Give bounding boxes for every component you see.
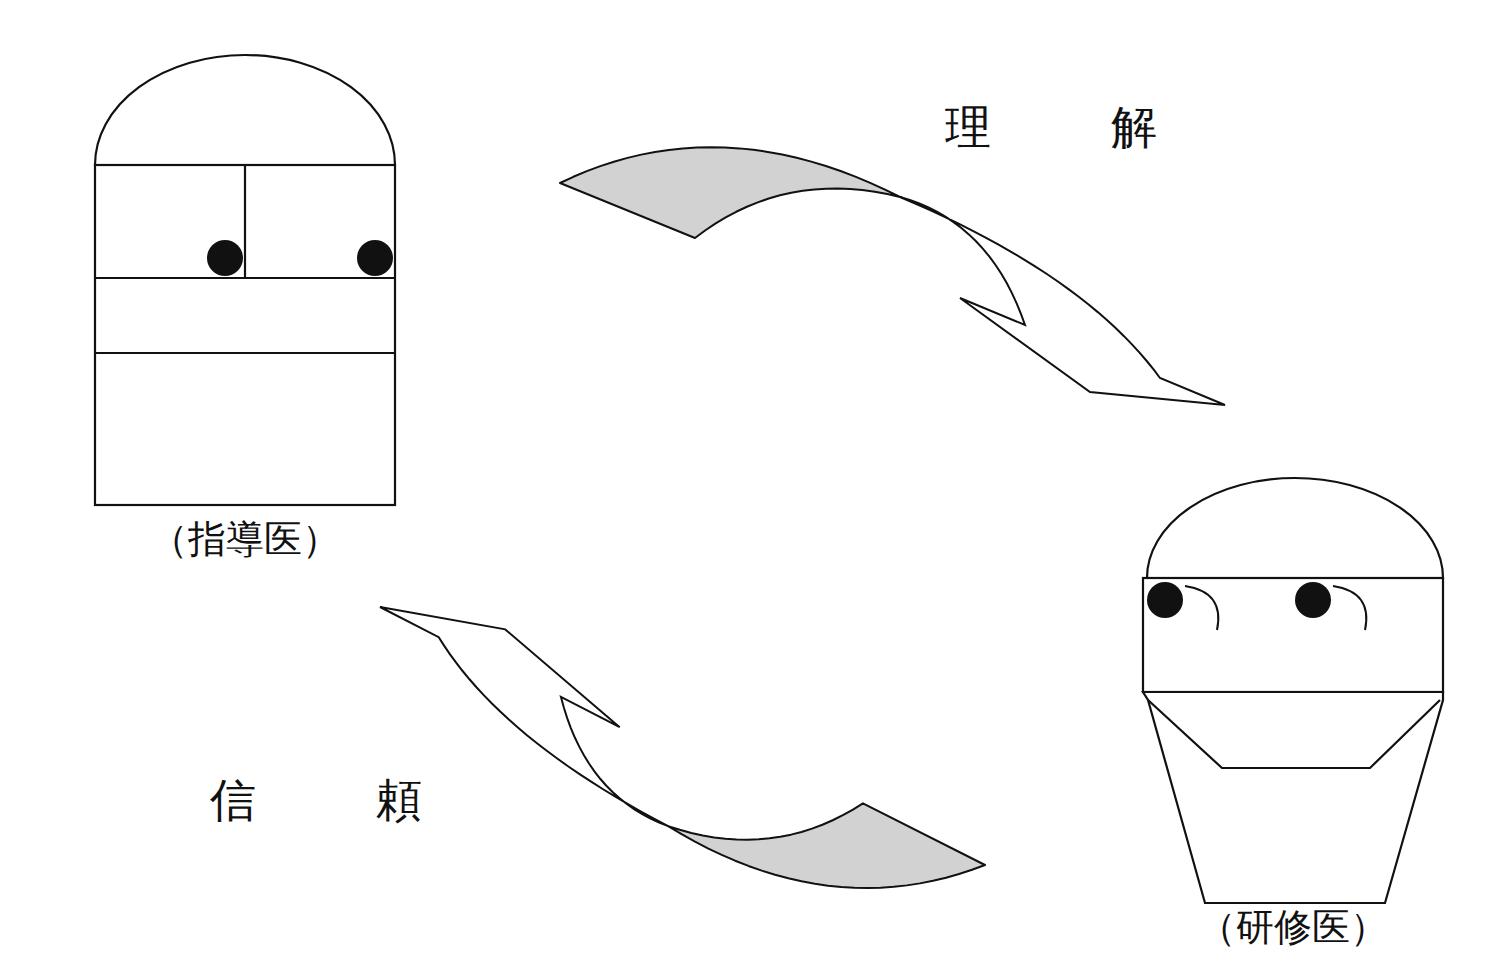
eye-lash bbox=[1333, 586, 1366, 630]
eye-dot bbox=[1295, 582, 1331, 618]
role-label: （研修医） bbox=[1198, 905, 1388, 951]
curved-arrow bbox=[560, 147, 1225, 405]
arrow-tail bbox=[668, 803, 985, 888]
eye-lash bbox=[1185, 586, 1218, 630]
arrow-label: 信頼 bbox=[210, 773, 542, 828]
arrow-label: 理解 bbox=[945, 100, 1277, 155]
face-line bbox=[95, 352, 395, 354]
eye-dot bbox=[1147, 582, 1183, 618]
mouth-shape bbox=[1148, 700, 1440, 768]
arrow-head bbox=[900, 197, 1225, 405]
chin-shape bbox=[1143, 692, 1443, 903]
body-box bbox=[95, 165, 395, 505]
curved-arrow bbox=[380, 607, 985, 888]
eye-dot bbox=[357, 240, 393, 276]
head-dome bbox=[95, 55, 395, 165]
role-label: （指導医） bbox=[150, 517, 340, 563]
eye-band bbox=[1143, 578, 1443, 692]
figure-drawing bbox=[95, 55, 395, 505]
figure-drawing bbox=[1143, 478, 1443, 903]
arrow-tail bbox=[560, 147, 900, 238]
person-figure: （研修医） bbox=[1143, 478, 1443, 951]
eye-dot bbox=[207, 240, 243, 276]
head-dome bbox=[1147, 478, 1443, 578]
person-figure: （指導医） bbox=[95, 55, 395, 563]
face-line bbox=[244, 165, 246, 278]
